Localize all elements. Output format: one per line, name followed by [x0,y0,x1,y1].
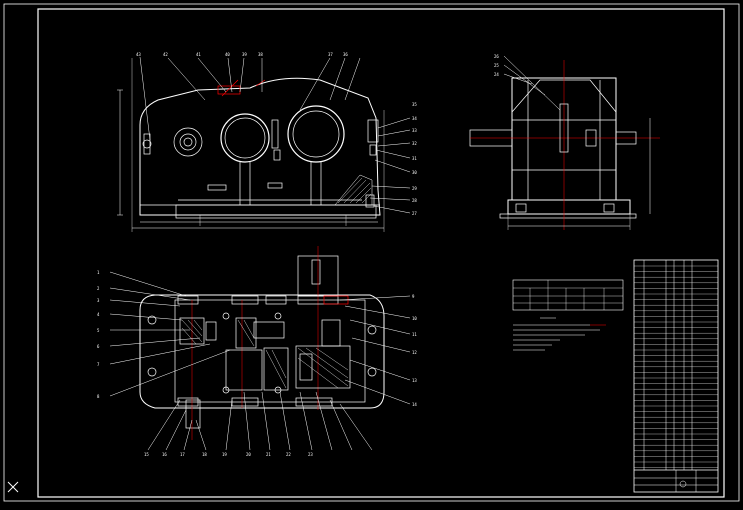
technical-notes [513,317,606,351]
callout-number: 35 [412,102,417,107]
callout-number: 25 [494,63,499,68]
callout-number: 21 [266,452,271,457]
callout-number: 20 [246,452,251,457]
callout-number: 40 [225,52,230,57]
callout-number: 43 [136,52,141,57]
title-block [634,469,718,492]
parts-list-table [633,259,719,493]
callout-number: 18 [202,452,207,457]
callout-number: 37 [328,52,333,57]
callout-number: 32 [412,141,417,146]
callout-number: 19 [222,452,227,457]
pinion-1 [179,317,205,345]
callout-number: 3 [97,298,100,303]
callout-number: 11 [412,332,417,337]
crosshair-x-icon[interactable] [7,481,19,493]
outer-border [3,3,740,502]
front-view-callouts-right: 35 34 33 32 31 30 29 28 27 [412,102,417,216]
callout-number: 42 [163,52,168,57]
callout-number: 7 [97,362,100,367]
callout-number: 10 [412,316,417,321]
callout-number: 6 [97,344,100,349]
inner-border [37,8,725,498]
callout-number: 41 [196,52,201,57]
callout-number: 2 [97,286,100,291]
front-view-callouts-top: 43 42 41 40 39 38 37 36 [136,52,348,57]
input-bearing-circle [173,127,203,157]
callout-number: 1 [97,270,100,275]
callout-number: 8 [97,394,100,399]
callout-number: 34 [412,116,417,121]
callout-number: 26 [494,54,499,59]
callout-number: 9 [412,294,415,299]
gear-1 [235,317,257,349]
callout-number: 28 [412,198,417,203]
callout-number: 17 [180,452,185,457]
front-view: 43 42 41 40 39 38 37 36 35 34 33 32 31 30 29 28 27 [117,52,417,232]
mid-bearing-circle [220,113,270,163]
output-bearing-circle [287,105,345,163]
top-view-callouts-bottom: 15 16 17 18 19 20 21 22 23 [144,452,313,457]
callout-number: 24 [494,72,499,77]
callout-number: 30 [412,170,417,175]
callout-number: 39 [242,52,247,57]
input-shaft-bottom [185,399,201,429]
side-view-callouts: 26 25 24 [494,54,499,77]
callout-number: 5 [97,328,100,333]
gear-2 [225,349,263,391]
callout-number: 31 [412,156,417,161]
callout-number: 22 [286,452,291,457]
oil-level-hatch [334,174,373,206]
callout-number: 27 [412,211,417,216]
callout-number: 36 [343,52,348,57]
callout-number: 15 [144,452,149,457]
top-view-callouts-right: 9 10 11 12 13 14 [412,294,417,407]
callout-number: 38 [258,52,263,57]
callout-number: 4 [97,312,100,317]
callout-number: 29 [412,186,417,191]
side-view: 26 25 24 [469,54,660,230]
technical-characteristics-table [512,279,624,311]
callout-number: 13 [412,378,417,383]
callout-number: 33 [412,128,417,133]
top-housing-outline [139,294,385,409]
callout-number: 12 [412,350,417,355]
callout-number: 23 [308,452,313,457]
callout-number: 16 [162,452,167,457]
top-view-callouts-left: 1 2 3 4 5 6 7 8 [97,270,100,399]
callout-number: 14 [412,402,417,407]
